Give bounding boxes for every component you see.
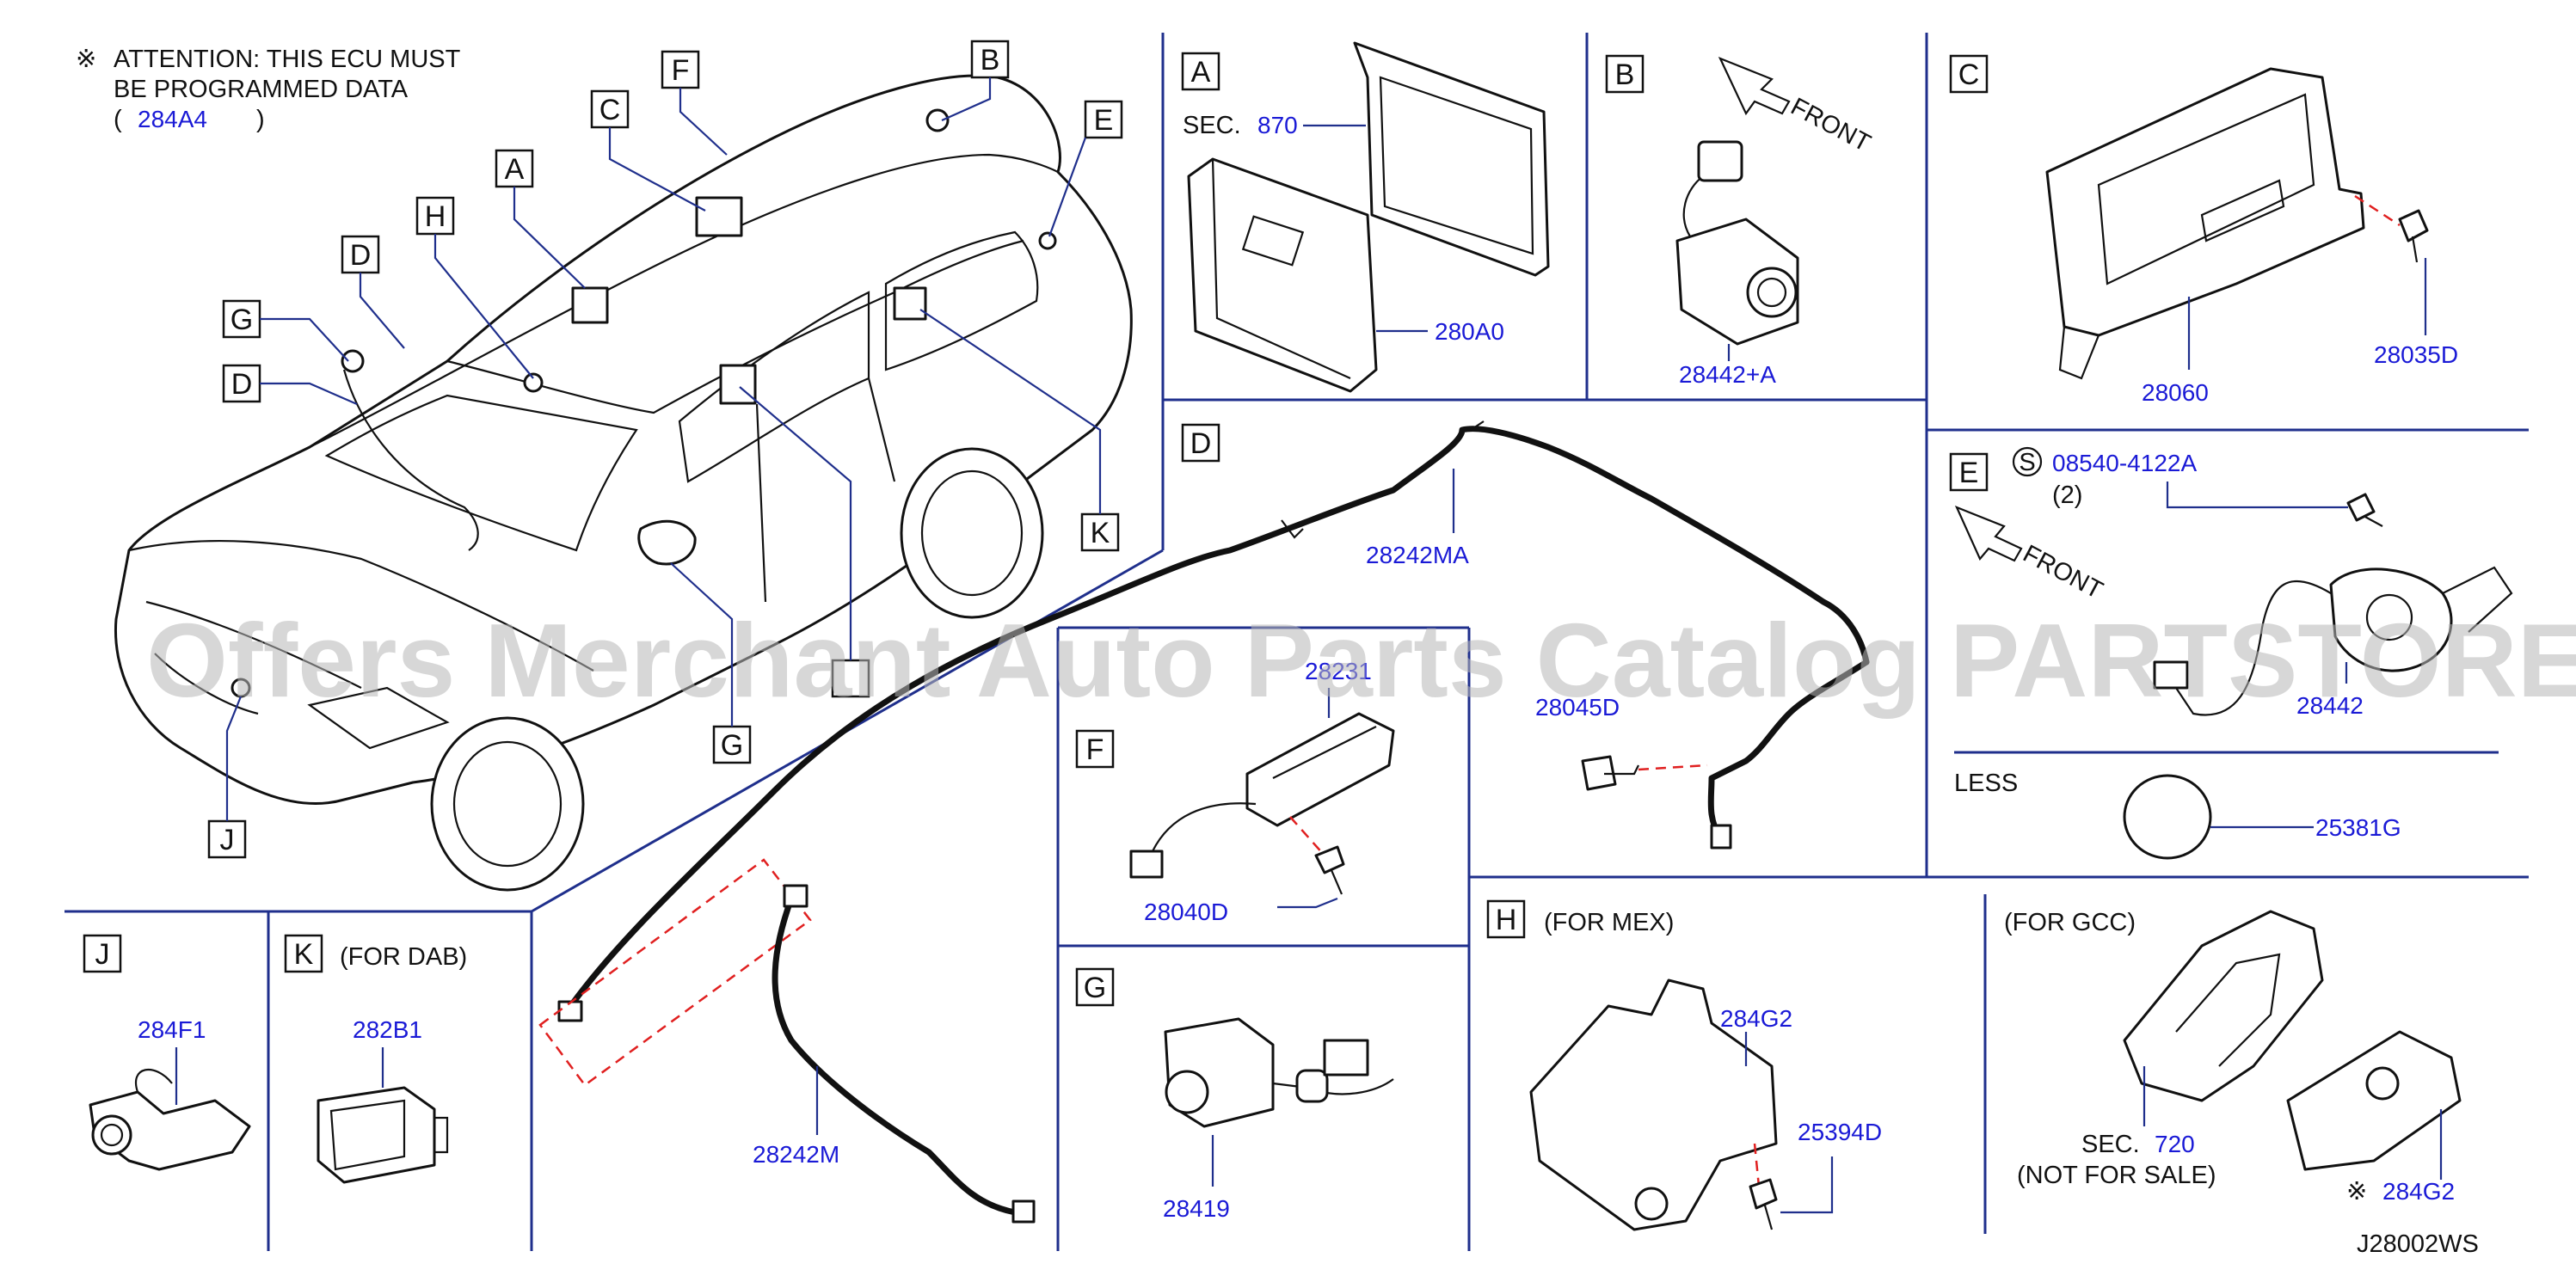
panel-B-letter: B: [1615, 58, 1635, 91]
callout-G2-box: [712, 725, 752, 764]
callout-D-lower: D: [231, 368, 253, 401]
panel-gcc-not-for-sale: (NOT FOR SALE): [2017, 1162, 2216, 1189]
panel-F: F 28231 28040D: [1075, 658, 1395, 925]
callout-H: H: [425, 200, 446, 233]
callout-D2-box: [222, 364, 261, 403]
panel-D-upper-part: 28242MA: [1366, 542, 1469, 568]
callout-A: A: [505, 153, 525, 186]
panel-gcc-sec-label: SEC.: [2081, 1131, 2140, 1158]
panel-D-letter: D: [1190, 427, 1212, 460]
panel-F-bolt: 28040D: [1144, 899, 1228, 925]
panel-dividers: [65, 33, 2529, 1251]
vehicle-illustration: [114, 74, 1133, 892]
callout-E: E: [1094, 104, 1114, 137]
panel-K-note: (FOR DAB): [340, 943, 467, 971]
panel-B-front: FRONT: [1786, 93, 1875, 157]
panel-G: G 28419: [1075, 967, 1394, 1222]
panel-G-part: 28419: [1163, 1195, 1230, 1222]
vehicle-callouts: A B C D D E F G G H: [207, 40, 1123, 859]
attention-part-number: 284A4: [138, 106, 207, 132]
attention-paren-close: ): [256, 106, 265, 133]
panel-G-letter: G: [1084, 972, 1106, 1004]
panel-A-part: 280A0: [1435, 318, 1504, 345]
panel-gcc-star: ※: [2346, 1178, 2367, 1205]
panel-K: K (FOR DAB) 282B1: [284, 934, 467, 1184]
callout-B: B: [981, 44, 1000, 77]
panel-C-letter: C: [1958, 58, 1980, 91]
panel-J-letter: J: [95, 938, 110, 971]
panel-H: H (FOR MEX) 284G2 25394D: [1486, 899, 1882, 1231]
callout-C: C: [599, 94, 621, 126]
callout-K-box: [1080, 512, 1120, 552]
panel-H-bracket: 284G2: [1720, 1005, 1792, 1032]
watermark: Offers Merchant Auto Parts Catalog PARTS…: [146, 602, 2576, 719]
panel-B-part: 28442+A: [1679, 361, 1776, 388]
panel-D: D 28242MA 28045D 28242M: [538, 420, 1870, 1224]
panel-H-note: (FOR MEX): [1544, 909, 1674, 936]
callout-K: K: [1091, 517, 1110, 549]
panel-C-bolt: 28035D: [2374, 341, 2458, 368]
panel-gcc-note: (FOR GCC): [2004, 909, 2136, 936]
panel-E-part: 28442: [2296, 692, 2364, 719]
panel-H-letter: H: [1496, 904, 1517, 936]
panel-E-qty: (2): [2052, 482, 2082, 509]
callout-D: D: [350, 239, 372, 272]
callout-F: F: [672, 54, 690, 87]
panel-E-bolt: 08540-4122A: [2052, 450, 2197, 476]
callout-G-lower: G: [721, 729, 743, 762]
callout-G: G: [231, 304, 253, 336]
callout-J: J: [220, 824, 235, 856]
attention-paren-open: (: [114, 106, 122, 133]
callout-D-box: [341, 235, 380, 274]
panel-E-letter: E: [1959, 457, 1979, 489]
panel-E-less: LESS: [1954, 770, 2018, 797]
panel-E-front: FRONT: [2019, 540, 2107, 604]
panel-J-part: 284F1: [138, 1016, 206, 1043]
panel-D-lower-part: 28242M: [753, 1141, 839, 1168]
panel-A: A SEC. 870 280A0: [1181, 41, 1550, 393]
panel-H-bolt: 25394D: [1798, 1119, 1882, 1145]
panel-D-clip: 28045D: [1535, 694, 1620, 721]
callout-E-box: [1084, 100, 1123, 139]
panel-A-sec-label: SEC.: [1183, 112, 1241, 139]
panel-B: B FRONT 28442+A: [1605, 54, 1875, 388]
attention-line-2: BE PROGRAMMED DATA: [114, 76, 409, 103]
panel-J: J 284F1: [83, 934, 251, 1171]
panel-gcc-part: 284G2: [2382, 1178, 2455, 1205]
attention-symbol: ※: [76, 46, 96, 73]
panel-F-top-part: 28231: [1305, 658, 1372, 684]
panel-K-part: 282B1: [353, 1016, 422, 1043]
diagram-code: J28002WS: [2357, 1230, 2479, 1258]
attention-line-1: ATTENTION: THIS ECU MUST: [114, 46, 461, 73]
panel-E: E S 08540-4122A (2) FRONT 28442 LESS 253…: [1949, 446, 2513, 860]
panel-E-s-symbol: S: [2019, 449, 2035, 476]
panel-E-cap: 25381G: [2315, 814, 2401, 841]
panel-F-letter: F: [1086, 733, 1104, 766]
panel-K-letter: K: [294, 938, 314, 971]
panel-C: C 28035D 28060: [1949, 54, 2458, 406]
panel-gcc: (FOR GCC) SEC. 720 (NOT FOR SALE) ※ 284G…: [2004, 909, 2462, 1205]
panel-gcc-sec-number: 720: [2155, 1131, 2195, 1157]
panel-C-part: 28060: [2142, 379, 2209, 406]
panel-A-letter: A: [1191, 56, 1211, 89]
attention-note: ※ ATTENTION: THIS ECU MUST BE PROGRAMMED…: [76, 46, 461, 133]
callout-A-box: [495, 149, 534, 188]
panel-A-sec-number: 870: [1257, 112, 1298, 138]
